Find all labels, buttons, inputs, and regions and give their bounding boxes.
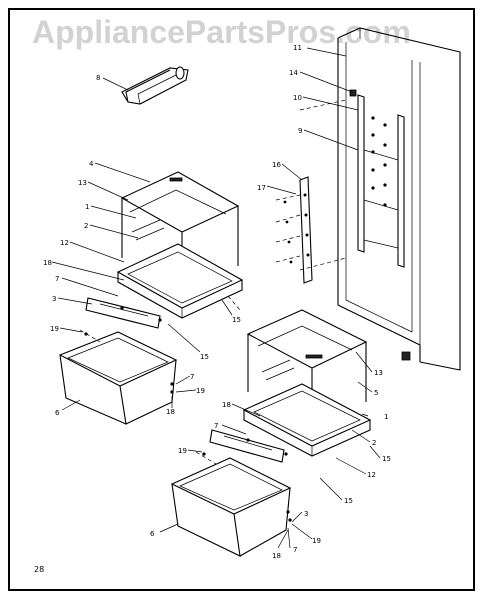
callout-9: 9: [298, 127, 302, 135]
callout-labels: 8 4 13 1 2 12 18 7 3 19 15 15 6 7 19 18 …: [43, 44, 391, 560]
right-crisper-drawer: [170, 451, 292, 557]
part-8-bin: [121, 66, 189, 105]
callout-5: 5: [374, 389, 378, 397]
part-16-bracket: [275, 176, 313, 284]
callout-16: 16: [272, 161, 281, 169]
diagram-border: [8, 8, 475, 591]
callout-3: 3: [52, 295, 56, 303]
callout-1b: 1: [384, 413, 388, 421]
right-front-trim: [209, 429, 288, 463]
callout-2: 2: [84, 222, 88, 230]
callout-7c: 7: [214, 422, 218, 430]
callout-6: 6: [55, 409, 60, 417]
callout-7b: 7: [190, 373, 194, 381]
leader-lines: [51, 47, 381, 549]
right-glass-frame: [242, 383, 372, 457]
callout-15d: 15: [344, 497, 353, 505]
callout-13b: 13: [374, 369, 383, 377]
callout-10: 10: [293, 94, 302, 102]
callout-19: 19: [50, 325, 59, 333]
callout-18b: 18: [166, 408, 175, 416]
callout-8: 8: [96, 74, 100, 82]
callout-12b: 12: [367, 471, 376, 479]
callout-6b: 6: [150, 530, 155, 538]
callout-3b: 3: [304, 510, 308, 518]
watermark-text: AppliancePartsPros.com: [32, 14, 411, 50]
callout-15b: 15: [200, 353, 209, 361]
callout-18: 18: [43, 259, 52, 267]
page-number: 28: [34, 565, 45, 574]
callout-14: 14: [289, 69, 298, 77]
callout-1: 1: [85, 203, 89, 211]
right-crisper-cover: [246, 309, 368, 428]
left-glass-frame: [116, 243, 244, 319]
cabinet-liner: [299, 27, 461, 371]
left-crisper-cover: [120, 171, 240, 292]
callout-2b: 2: [372, 439, 376, 447]
shelf-ladder-rails: [349, 89, 405, 268]
callout-19c: 19: [178, 447, 187, 455]
callout-7: 7: [55, 275, 59, 283]
callout-12: 12: [60, 239, 69, 247]
callout-15: 15: [232, 316, 241, 324]
callout-15c: 15: [382, 455, 391, 463]
left-front-trim: [85, 297, 162, 329]
left-crisper-drawer: [58, 329, 178, 425]
callout-19d: 19: [312, 537, 321, 545]
callout-18d: 18: [272, 552, 281, 560]
callout-11: 11: [293, 44, 302, 52]
callout-4: 4: [89, 160, 94, 168]
callout-13: 13: [78, 179, 87, 187]
callout-17: 17: [257, 184, 266, 192]
callout-19b: 19: [196, 387, 205, 395]
callout-7d: 7: [293, 546, 297, 554]
callout-18c: 18: [222, 401, 231, 409]
